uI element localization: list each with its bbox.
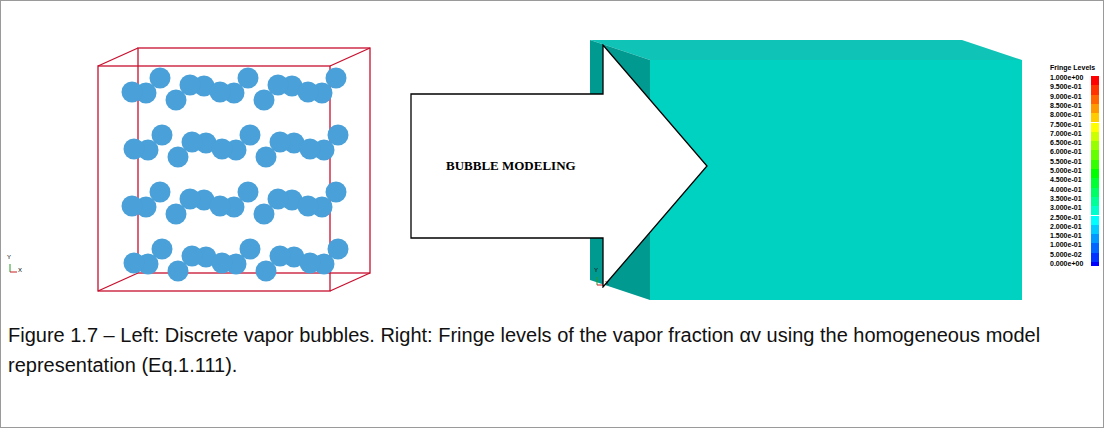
legend-swatch [1091,169,1099,178]
legend-value: 9.500e-01 [1050,83,1082,90]
legend-value: 0.000e+00 [1050,260,1083,267]
vapor-bubbles [122,68,349,282]
vapor-bubble [168,261,189,282]
vapor-bubble [124,139,145,160]
legend-swatch [1091,113,1099,122]
legend-value: 8.500e-01 [1050,102,1082,109]
legend-swatch [1091,160,1099,169]
vapor-bubble [122,82,143,103]
legend-value: 2.000e-01 [1050,223,1082,230]
figure-caption: Figure 1.7 – Left: Discrete vapor bubble… [8,320,1093,380]
wireframe-cube [98,48,370,291]
vapor-bubble [256,261,277,282]
legend-swatch [1091,85,1099,94]
vapor-bubble [212,253,233,274]
legend-swatch [1091,234,1099,243]
legend-swatch [1091,132,1099,141]
legend-value: 4.500e-01 [1050,176,1082,183]
vapor-bubble [254,90,275,111]
axis-label: X [605,280,609,286]
legend-value: 1.000e+00 [1050,74,1083,81]
axis-label: Y [7,254,11,260]
legend-value: 1.000e-01 [1050,241,1082,248]
legend-value: 4.000e-01 [1050,186,1082,193]
legend-value: 8.000e-01 [1050,111,1082,118]
legend-swatch [1091,95,1099,104]
legend-value: 5.500e-01 [1050,158,1082,165]
legend-value: 7.000e-01 [1050,130,1082,137]
legend-value: 5.000e-01 [1050,167,1082,174]
legend-value: 3.000e-01 [1050,204,1082,211]
vapor-bubble [298,82,319,103]
legend-swatch [1091,225,1099,234]
legend-value: 6.500e-01 [1050,139,1082,146]
vapor-bubble [124,253,145,274]
legend-title: Fringe Levels [1050,64,1095,71]
legend-swatch [1091,104,1099,113]
legend-swatch [1091,262,1099,266]
vapor-bubble [212,139,233,160]
legend-swatch [1091,253,1099,262]
legend-value: 7.500e-01 [1050,121,1082,128]
legend-value: 6.000e-01 [1050,148,1082,155]
vapor-bubble [168,147,189,168]
legend-swatch [1091,123,1099,132]
vapor-bubble [256,147,277,168]
legend-value: 1.500e-01 [1050,232,1082,239]
legend-value: 2.500e-01 [1050,214,1082,221]
vapor-bubble [210,82,231,103]
legend-value: 5.000e-02 [1050,251,1082,258]
legend-swatch [1091,76,1099,85]
legend-value: 3.500e-01 [1050,195,1082,202]
vapor-bubble [122,196,143,217]
legend-swatch [1091,141,1099,150]
axis-label: Y [594,267,598,273]
vapor-bubble [166,204,187,225]
vapor-bubble [298,196,319,217]
axis-triad [10,264,604,285]
vapor-bubble [210,196,231,217]
legend-swatch [1091,178,1099,187]
block-arrow: BUBBLE MODELING [410,44,708,288]
legend-swatch [1091,243,1099,252]
legend-swatch [1091,150,1099,159]
axis-label: X [18,267,22,273]
vapor-bubble [166,90,187,111]
arrow-shape [411,45,707,287]
legend-value: 9.000e-01 [1050,93,1082,100]
legend-swatch [1091,197,1099,206]
legend-swatch [1091,188,1099,197]
legend-swatch [1091,216,1099,225]
vapor-bubble [254,204,275,225]
arrow-label: BUBBLE MODELING [446,158,576,174]
legend-swatch [1091,206,1099,215]
vapor-bubble [300,139,321,160]
vapor-bubble [300,253,321,274]
